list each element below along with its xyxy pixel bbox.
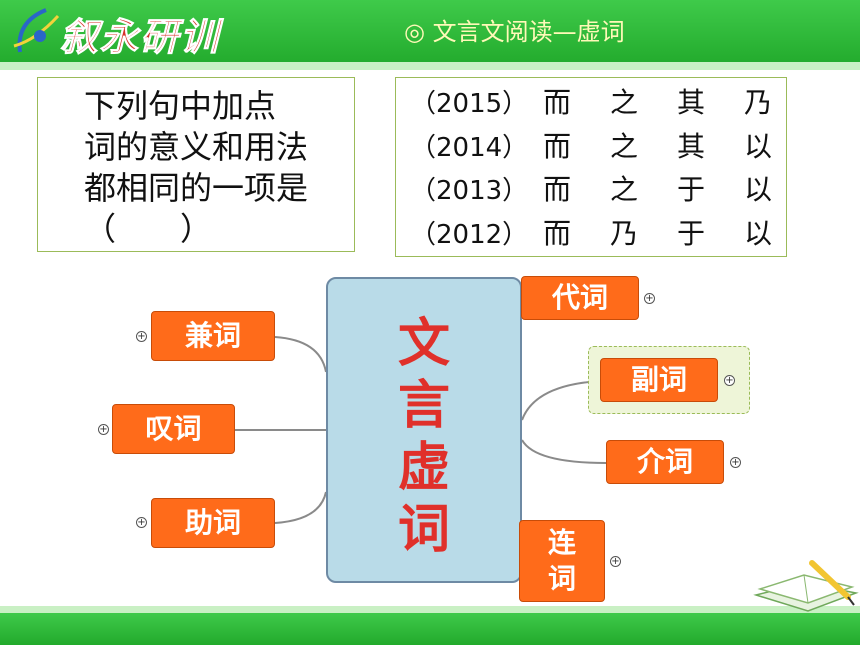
center-char: 文 [397, 313, 450, 374]
expand-icon[interactable]: + [610, 556, 621, 567]
answer-row: （2013） 而 之 于 以 [410, 168, 811, 212]
mindmap-center[interactable]: 文 言 虚 词 [326, 277, 522, 583]
node-lianci-char: 词 [547, 562, 576, 595]
answer-word: 其 [677, 86, 706, 119]
answer-year: （2014） [410, 133, 529, 163]
question-box: 下列句中加点 词的意义和用法 都相同的一项是 （ ） [37, 77, 355, 252]
answer-word: 之 [610, 173, 639, 206]
answer-year: （2015） [410, 89, 529, 119]
logo-text: 叙永研训 [59, 14, 221, 60]
answer-word: 于 [677, 217, 706, 250]
expand-icon[interactable]: + [136, 331, 147, 342]
question-line: （ ） [84, 210, 213, 248]
question-line: 下列句中加点 [84, 87, 277, 125]
node-daici[interactable]: 代词 [521, 276, 639, 320]
mindmap-center-title: 文 言 虚 词 [328, 313, 520, 561]
answer-row: （2015） 而 之 其 乃 [410, 81, 811, 125]
answer-word: 以 [744, 130, 773, 163]
expand-icon[interactable]: + [98, 424, 109, 435]
expand-icon[interactable]: + [724, 375, 735, 386]
answer-word: 而 [543, 130, 572, 163]
answer-word: 以 [744, 173, 773, 206]
question-text: 下列句中加点 词的意义和用法 都相同的一项是 （ ） [84, 86, 352, 250]
answer-word: 乃 [744, 86, 773, 119]
expand-icon[interactable]: + [730, 457, 741, 468]
answers-box: （2015）而之其乃 （2014）而之其以 （2013）而之于以 （2012）而… [395, 77, 787, 257]
answer-word: 而 [543, 217, 572, 250]
answer-year: （2013） [410, 176, 529, 206]
answer-word: 之 [610, 86, 639, 119]
answer-row: （2014） 而 之 其 以 [410, 125, 811, 169]
answer-word: 于 [677, 173, 706, 206]
center-char: 虚 [397, 437, 450, 498]
center-char: 言 [397, 375, 450, 436]
answer-word: 而 [543, 86, 572, 119]
footer-bar [0, 613, 860, 645]
footer-divider [0, 606, 860, 614]
logo-swoosh-icon [13, 8, 60, 53]
node-jieci[interactable]: 介词 [606, 440, 724, 484]
book-pencil-icon [753, 560, 859, 612]
center-char: 词 [397, 499, 450, 560]
node-zhuci[interactable]: 助词 [151, 498, 275, 548]
answer-word: 之 [610, 130, 639, 163]
answer-word: 以 [744, 217, 773, 250]
question-line: 词的意义和用法 [84, 128, 309, 166]
answer-word: 而 [543, 173, 572, 206]
node-tanci[interactable]: 叹词 [112, 404, 235, 454]
node-lianci-char: 连 [547, 526, 576, 559]
node-jianci[interactable]: 兼词 [151, 311, 275, 361]
question-line: 都相同的一项是 [84, 169, 309, 207]
answer-year: （2012） [410, 220, 529, 250]
answer-row: （2012） 而 乃 于 以 [410, 212, 811, 256]
answer-word: 其 [677, 130, 706, 163]
answer-word: 乃 [610, 217, 639, 250]
header-divider [0, 62, 860, 70]
node-lianci[interactable]: 连 词 [519, 520, 605, 602]
page-title: ◎ 文言文阅读—虚词 [404, 18, 625, 46]
expand-icon[interactable]: + [644, 293, 655, 304]
expand-icon[interactable]: + [136, 517, 147, 528]
header-bar: 叙永研训 ◎ 文言文阅读—虚词 [0, 0, 860, 66]
node-fuci[interactable]: 副词 [600, 358, 718, 402]
